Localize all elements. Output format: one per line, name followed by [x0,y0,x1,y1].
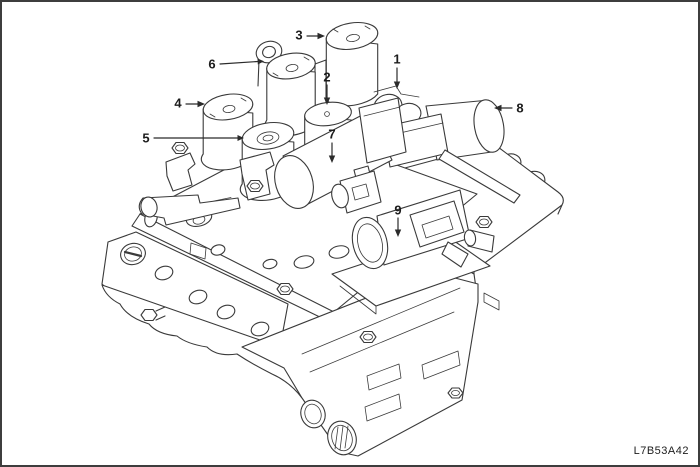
solenoid-clamp-bracket [239,151,275,201]
callout-3: 3 [295,27,303,43]
callout-8: 8 [516,100,524,116]
callout-6-leader [219,60,259,65]
solenoid-9-cylinder [331,189,495,315]
bolt [447,387,464,399]
solenoid-3 [323,21,379,107]
callout-leaders [153,32,513,237]
callout-8-arrowhead [494,104,502,112]
cast-arm [138,194,241,226]
callout-6: 6 [208,56,216,72]
callout-6-arrowhead [257,58,264,65]
callout-7: 7 [328,126,336,142]
bore-opening-slotted [327,420,357,456]
slotted-screw [120,242,146,266]
bolt [359,330,377,344]
callout-5-arrowhead [237,135,244,141]
callout-9-arrowhead [394,229,402,237]
solenoid-7-cylinder [274,97,407,209]
solenoid-6 [264,52,316,137]
bore-opening [300,399,326,429]
bolt [276,282,294,296]
solenoid-4 [200,93,254,171]
callout-1-arrowhead [393,81,401,89]
upper-bracket [165,141,196,192]
clamp-bolt [463,215,495,253]
figure-code: L7B53A42 [633,445,689,457]
callout-7-arrowhead [328,155,336,163]
hex-plug [140,306,166,322]
lower-plate-assembly [241,271,479,457]
callout-3-arrowhead [317,32,325,40]
callout-5: 5 [142,130,150,146]
small-sensor [331,165,382,214]
callout-4: 4 [174,95,182,111]
callout-1: 1 [393,51,401,67]
callout-2-arrowhead [323,97,331,105]
callout-4-arrowhead [197,100,205,108]
callout-2: 2 [323,69,331,85]
valve-body-decks [101,129,478,399]
callout-9: 9 [394,202,402,218]
